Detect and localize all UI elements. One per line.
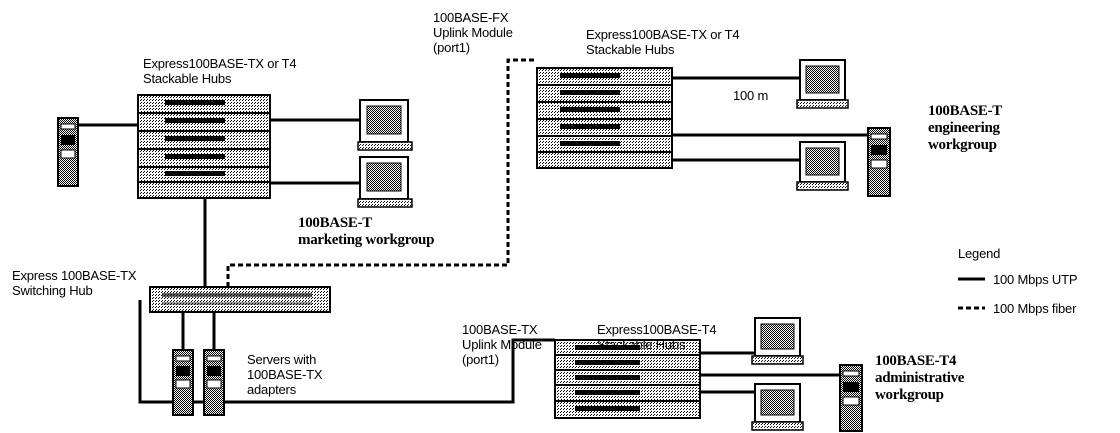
workstation-icon-5: [751, 317, 804, 365]
stackable-hub-t4: [554, 339, 701, 419]
server-icon-admin: [839, 364, 863, 432]
legend-item-fiber: 100 Mbps fiber: [993, 301, 1077, 316]
server-icon-a: [172, 349, 194, 416]
workstation-icon-6: [751, 383, 804, 431]
workstation-icon-4: [796, 141, 849, 191]
stackable-hub-right: [536, 67, 673, 169]
stackable-hub-left: [137, 94, 271, 199]
legend-item-utp: 100 Mbps UTP: [993, 272, 1078, 287]
cable-switch-to-t4-hub: [138, 300, 555, 404]
legend-lines: [958, 277, 985, 310]
label-distance: 100 m: [733, 88, 769, 103]
fiber-cable: [226, 58, 535, 287]
workstation-icon-3: [796, 59, 849, 109]
server-icon-b: [203, 349, 225, 416]
server-icon-engineering: [867, 127, 891, 197]
legend-title: Legend: [958, 246, 1001, 261]
workstation-icon-2: [357, 156, 413, 208]
utp-cables: [78, 76, 868, 404]
server-icon-left: [57, 117, 79, 187]
workstation-icon-1: [357, 99, 413, 151]
switching-hub: [149, 286, 331, 313]
